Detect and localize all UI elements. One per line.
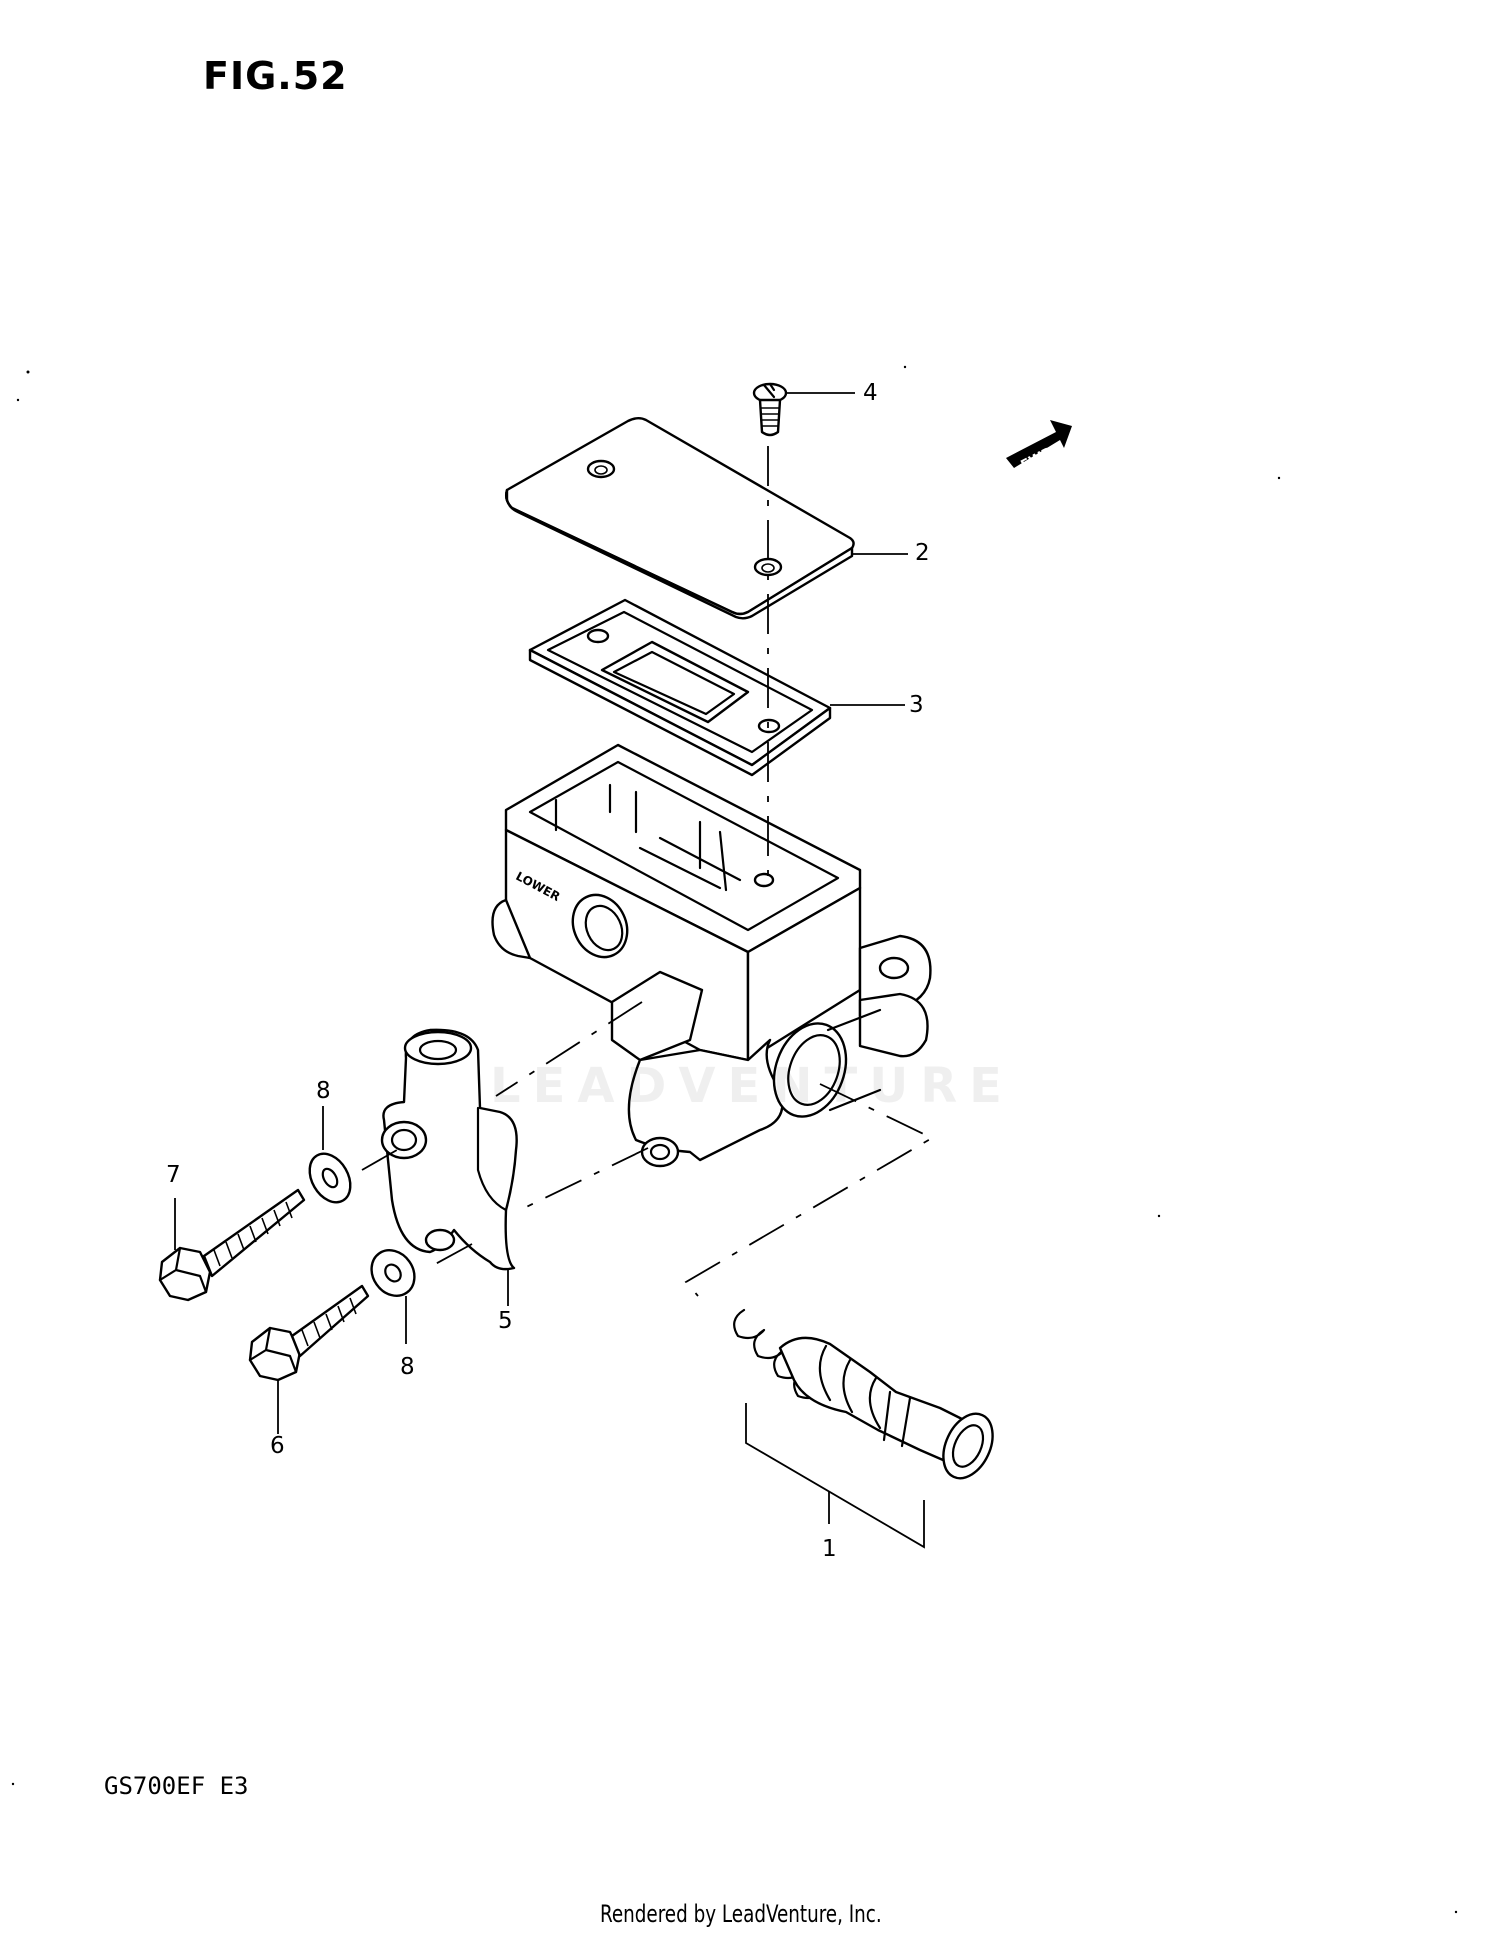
callout-1: 1	[822, 1536, 837, 1562]
callout-6: 6	[270, 1433, 285, 1459]
fwd-arrow-badge: FWD	[1006, 420, 1072, 473]
watermark: LEADVENTURE	[490, 1058, 1014, 1114]
part-4-screw	[752, 382, 788, 437]
callout-8-lower: 8	[400, 1354, 415, 1380]
part-1-piston-kit	[733, 1308, 994, 1480]
footer-credit: Rendered by LeadVenture, Inc.	[600, 1900, 882, 1928]
assembly-lines	[361, 446, 934, 1297]
callout-5: 5	[498, 1308, 513, 1334]
part-7-long-bolt	[158, 1188, 306, 1302]
part-2-reservoir-cap	[504, 417, 855, 620]
callout-3: 3	[909, 692, 924, 718]
part-8-washer-upper	[308, 1152, 352, 1204]
callout-2: 2	[915, 540, 930, 566]
part-6-short-bolt	[248, 1284, 370, 1382]
scan-specks	[11, 365, 1458, 1914]
part-5-clamp	[380, 1028, 518, 1271]
part-3-diaphragm	[528, 598, 832, 777]
part-8-washer-lower	[370, 1249, 416, 1297]
callout-8-upper: 8	[316, 1078, 331, 1104]
callout-4: 4	[863, 380, 878, 406]
figure-title: FIG.52	[203, 54, 348, 98]
callout-7: 7	[166, 1162, 181, 1188]
master-cylinder-body	[491, 743, 932, 1168]
bracket-1	[745, 1403, 925, 1549]
model-code: GS700EF E3	[104, 1772, 249, 1800]
